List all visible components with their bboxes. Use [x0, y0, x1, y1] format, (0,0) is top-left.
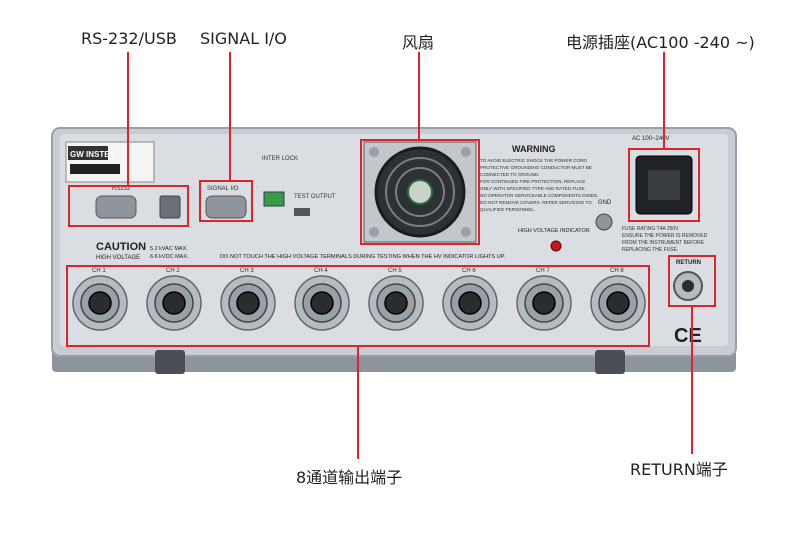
hv-indicator-light	[550, 240, 562, 252]
brand-plate	[68, 146, 108, 160]
fan-screw	[461, 147, 471, 157]
signal-io-port	[205, 195, 247, 219]
warning-line: DO NOT REMOVE COVERS. REFER SERVICING TO	[480, 200, 592, 205]
channels-pointer	[357, 347, 359, 459]
channel-label: CH 8	[610, 268, 624, 274]
gnd-terminal	[595, 213, 613, 231]
foot-left	[155, 350, 185, 374]
channel-terminal: CH 5	[368, 268, 424, 331]
warning-line: CONNECTED TO GROUND.	[480, 172, 540, 177]
caution-rating-dc: 6.6 kVDC MAX.	[150, 254, 189, 260]
warning-line: PROTECTIVE GROUNDING CONDUCTOR MUST BE	[480, 165, 592, 170]
fan-screw	[369, 147, 379, 157]
rs232-panel-label: RS232	[112, 186, 131, 192]
channel-label: CH 2	[166, 268, 180, 274]
fan-screw	[461, 227, 471, 237]
return-highlight	[668, 255, 716, 307]
fan-highlight	[360, 139, 480, 245]
signal-io-highlight	[199, 180, 253, 222]
power-socket-callout: 电源插座(AC100 -240 ~)	[566, 33, 755, 52]
fuse-line: FROM THE INSTRUMENT BEFORE	[622, 240, 705, 246]
channel-terminal: CH 3	[220, 268, 276, 331]
channel-terminals: CH 1 CH 2 CH 3 CH 4 CH 5 CH 6 CH 7 CH 8	[72, 268, 646, 331]
channel-label: CH 1	[92, 268, 106, 274]
hv-indicator-label: HIGH VOLTAGE INDICATOR	[518, 228, 590, 234]
foot-right	[595, 350, 625, 374]
interlock-connector	[263, 191, 285, 207]
channel-label: CH 4	[314, 268, 328, 274]
warning-line: TO AVOID ELECTRIC SHOCK THE POWER CORD	[480, 158, 587, 163]
caution-subtitle: HIGH VOLTAGE	[96, 255, 140, 261]
signal-io-callout: SIGNAL I/O	[200, 29, 287, 48]
interlock-label: INTER LOCK	[262, 156, 298, 162]
channel-label: CH 5	[388, 268, 402, 274]
channel-terminal: CH 8	[590, 268, 646, 331]
fan-pointer	[418, 52, 420, 139]
return-panel-label: RETURN	[676, 260, 701, 266]
channel-terminal: CH 1	[72, 268, 128, 331]
caution-title: CAUTION	[96, 241, 146, 253]
warning-text-block: TO AVOID ELECTRIC SHOCK THE POWER CORD PR…	[480, 158, 599, 212]
fuse-line: FUSE RATING T4A 250V	[622, 226, 679, 232]
warning-line: NO OPERATOR SERVICEABLE COMPONENTS INSID…	[480, 193, 599, 198]
signal-io-panel-label: SIGNAL I/O	[207, 186, 239, 192]
fuse-line: ENSURE THE POWER IS REMOVED	[622, 233, 708, 239]
rs232-usb-highlight	[68, 185, 189, 227]
rs232-port	[95, 195, 137, 219]
brand-text: GW INSTEK	[70, 150, 116, 159]
power-socket-pointer	[663, 52, 665, 148]
barcode	[70, 164, 120, 174]
return-terminal-callout: RETURN端子	[630, 460, 728, 479]
test-output-switch	[294, 208, 310, 216]
test-output-label: TEST OUTPUT	[294, 194, 336, 200]
channels-highlight	[66, 265, 650, 347]
fan-hub	[407, 179, 433, 205]
fan-callout: 风扇	[402, 33, 435, 52]
warning-line: FOR CONTINUED FIRE PROTECTION, REPLACE	[480, 179, 585, 184]
channel-label: CH 3	[240, 268, 254, 274]
rs232-usb-callout: RS-232/USB	[81, 29, 177, 48]
power-socket-highlight	[628, 148, 700, 222]
ac-rating-label: AC 100~240V	[632, 136, 670, 142]
channel-label: CH 6	[462, 268, 476, 274]
channel-terminal: CH 2	[146, 268, 202, 331]
warning-line: QUALIFIED PERSONNEL.	[480, 207, 535, 212]
channels-callout: 8通道输出端子	[296, 468, 403, 487]
hv-warning-text: DO NOT TOUCH THE HIGH VOLTAGE TERMINALS …	[220, 254, 506, 260]
ce-mark: CE	[674, 325, 702, 347]
usb-port	[159, 195, 181, 219]
gnd-label: GND	[598, 200, 612, 206]
warning-line: ONLY WITH SPECIFIED TYPE AND RATED FUSE.	[480, 186, 586, 191]
caution-rating-ac: 5.2 kVAC MAX.	[150, 246, 188, 252]
warning-title: WARNING	[512, 144, 556, 154]
signal-io-pointer	[229, 52, 231, 180]
channel-terminal: CH 7	[516, 268, 572, 331]
fuse-line: REPLACING THE FUSE.	[622, 247, 678, 253]
channel-label: CH 7	[536, 268, 550, 274]
channel-terminal: CH 4	[294, 268, 350, 331]
return-pointer	[691, 307, 693, 454]
rs232-usb-pointer	[127, 52, 129, 185]
fan-screw	[369, 227, 379, 237]
channel-terminal: CH 6	[442, 268, 498, 331]
